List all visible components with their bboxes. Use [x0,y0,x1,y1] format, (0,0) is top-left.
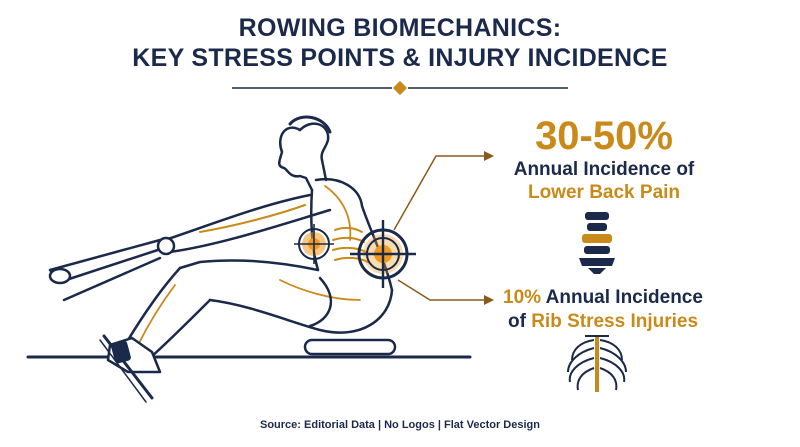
lower-back-target-icon [350,220,416,288]
thigh-top [178,259,320,272]
source-footer: Source: Editorial Data | No Logos | Flat… [260,419,540,431]
arrow-top-icon [484,151,494,161]
rib-label-prefix: of [507,311,532,332]
page-title-line-2: KEY STRESS POINTS & INJURY INCIDENCE [132,44,668,72]
rower-head [278,115,332,192]
divider-diamond-icon [392,80,408,96]
lower-back-label-line-2: Lower Back Pain [527,182,681,203]
lower-back-callout: 30-50% Annual Incidence of Lower Back Pa… [488,114,720,204]
rib-stress-target-icon [294,224,334,264]
rib-label-rest: Annual Incidence [541,287,703,308]
ribcage-icon [567,335,627,392]
title-divider [232,80,568,96]
oar-handle [48,238,172,302]
upper-arm [163,193,312,242]
arrow-bottom-icon [484,295,494,305]
rib-stress-callout: 10% Annual Incidence of Rib Stress Injur… [478,286,728,334]
rib-percentage: 10% [503,287,542,308]
rib-label-accent: Rib Stress Injuries [531,311,699,332]
torso-back [314,177,394,292]
spine-icon [579,212,615,274]
rib-label-line-2: of Rib Stress Injuries [478,310,728,334]
shin-front [123,266,182,347]
lower-back-label-line-1: Annual Incidence of [513,159,695,180]
rower-seat [303,338,397,356]
rower-shoe [99,334,162,403]
leader-lines [393,155,484,301]
lower-back-percentage: 30-50% [535,114,673,158]
page-title-line-1: ROWING BIOMECHANICS: [238,14,562,42]
thigh-bottom [208,288,394,334]
rib-label-line-1: 10% Annual Incidence [478,286,728,310]
rower-illustration [26,115,627,403]
hand [156,236,176,256]
